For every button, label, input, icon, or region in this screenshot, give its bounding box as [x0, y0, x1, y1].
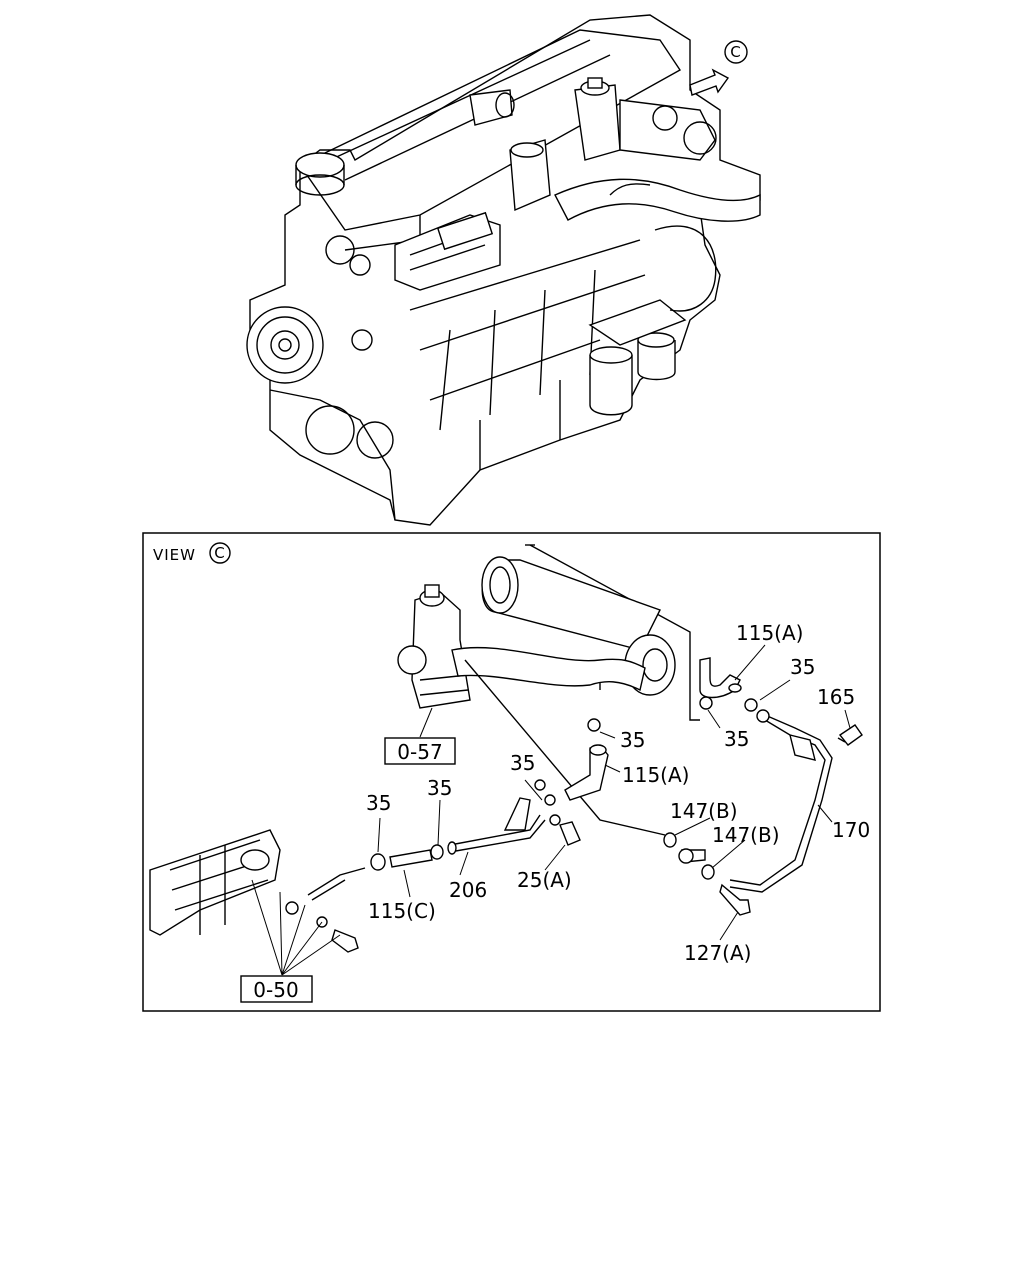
callout-hose-mid: 115(A)	[622, 763, 689, 787]
pipe-170	[729, 709, 863, 893]
ref-box-egr-valve: 0-57	[384, 707, 456, 765]
callout-bolt-127a: 127(A)	[684, 941, 751, 965]
callout-bolt-25a: 25(A)	[517, 868, 572, 892]
view-c-marker-letter: C	[730, 43, 741, 61]
callout-clip-hose-c-left: 35	[366, 791, 391, 815]
ref-egr-valve-text: 0-57	[397, 740, 442, 764]
callout-clip-right-lower: 35	[724, 727, 749, 751]
view-c-title-prefix: VIEW	[153, 546, 196, 564]
egr-cooler	[481, 544, 700, 721]
hose-115c	[370, 844, 444, 871]
view-c-marker: C	[724, 40, 748, 64]
view-c-title-letter: C	[214, 544, 225, 562]
callout-pipe-170: 170	[832, 818, 870, 842]
view-c-title: VIEW C	[153, 542, 231, 564]
ref-box-manifold: 0-50	[240, 879, 341, 1003]
callout-clip-bracket: 35	[510, 751, 535, 775]
washers-and-bolts	[549, 814, 751, 916]
view-c-frame	[142, 532, 881, 1012]
callout-pipe-206: 206	[449, 878, 487, 902]
manifold-section	[149, 829, 366, 953]
ref-manifold-text: 0-50	[253, 978, 298, 1002]
callout-washer-upper: 147(B)	[670, 799, 738, 823]
callout-clip-upper-right: 35	[790, 655, 815, 679]
callout-hose-upper: 115(A)	[736, 621, 803, 645]
callout-bolt-165: 165	[817, 685, 855, 709]
callout-hose-c: 115(C)	[368, 899, 436, 923]
pipe-206	[447, 797, 546, 855]
upper-right-parts	[534, 657, 758, 806]
callout-clip-cooler-mid: 35	[620, 728, 645, 752]
callout-washer-lower: 147(B)	[712, 823, 780, 847]
engine-overview-illustration	[246, 14, 761, 526]
callout-clip-hose-c-right: 35	[427, 776, 452, 800]
egr-valve-assembly	[397, 584, 666, 836]
leader-lines	[377, 644, 851, 941]
